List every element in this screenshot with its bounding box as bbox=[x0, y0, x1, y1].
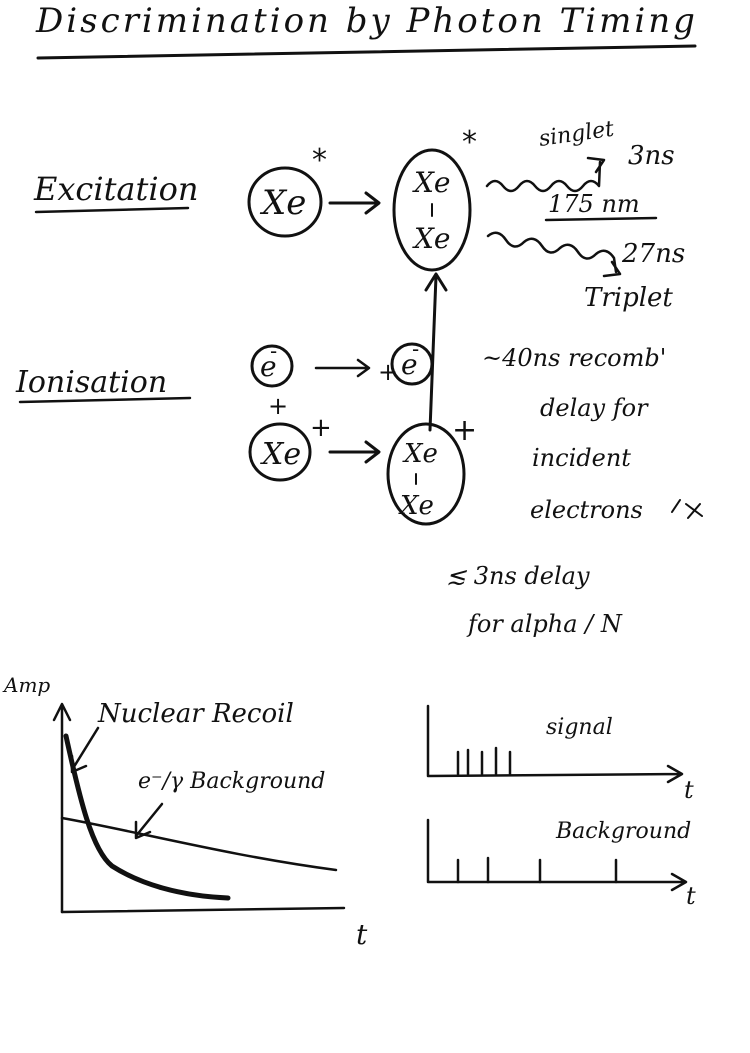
electron-label: e bbox=[260, 350, 277, 383]
triplet-label: Triplet bbox=[584, 283, 673, 313]
background-pulse-label: e⁻/γ Background bbox=[138, 769, 325, 794]
triplet-arrowhead bbox=[602, 260, 622, 278]
recomb-note-line2: delay for bbox=[540, 394, 649, 422]
recomb-note-line1: ~40ns recomb' bbox=[482, 344, 666, 372]
excimer-top-label: Xe bbox=[412, 166, 451, 199]
electron-charge: - bbox=[270, 339, 277, 363]
free-electron-label: e bbox=[401, 348, 418, 381]
background-pulse-curve bbox=[60, 816, 338, 872]
singlet-wave-arrow bbox=[485, 160, 602, 193]
background-timing-label: Background bbox=[555, 819, 691, 844]
electron-arrow bbox=[314, 358, 371, 378]
xe-ion-label: Xe bbox=[260, 437, 301, 472]
background-photon-ticks bbox=[456, 856, 618, 884]
singlet-label: singlet bbox=[537, 117, 615, 152]
recombination-arrow bbox=[424, 272, 448, 432]
xe-ion-circle bbox=[248, 422, 312, 482]
alpha-note-line1: ≲ 3ns delay bbox=[446, 562, 590, 590]
electron-circle bbox=[250, 344, 294, 388]
free-electron-circle bbox=[390, 342, 434, 386]
plus-sign: + bbox=[268, 392, 288, 420]
ion-dimer-bottom-label: Xe bbox=[398, 491, 434, 521]
signal-photon-ticks bbox=[456, 746, 512, 776]
ion-dimer-top-label: Xe bbox=[402, 439, 438, 469]
excitation-arrow bbox=[328, 191, 381, 215]
ion-arrow bbox=[328, 440, 381, 464]
ionisation-label: Ionisation bbox=[15, 365, 167, 400]
signal-axes bbox=[426, 704, 684, 784]
singlet-time: 3ns bbox=[628, 141, 675, 171]
singlet-arrowhead bbox=[586, 156, 606, 174]
tick-mark bbox=[671, 499, 703, 519]
signal-x-label: t bbox=[684, 776, 694, 804]
excitation-underline bbox=[34, 206, 190, 214]
xe-excited-mark: * bbox=[312, 143, 327, 178]
recomb-note-line3: incident bbox=[532, 444, 631, 472]
pulse-plot-y-label: Amp bbox=[2, 673, 50, 697]
xe-ion-charge: + bbox=[310, 413, 332, 443]
wavelength-underline bbox=[544, 216, 658, 222]
xe-atom-label: Xe bbox=[259, 183, 306, 223]
background-timing-axes bbox=[426, 818, 688, 892]
nuclear-recoil-pointer bbox=[70, 726, 100, 774]
xe-atom-circle bbox=[247, 166, 323, 238]
nuclear-recoil-label: Nuclear Recoil bbox=[97, 699, 294, 729]
triplet-wave-arrow bbox=[486, 231, 618, 274]
ion-dimer-charge: + bbox=[452, 413, 477, 448]
title-underline bbox=[36, 44, 697, 60]
alpha-note-line2: for alpha / N bbox=[466, 610, 623, 638]
pulse-plot-x-label: t bbox=[356, 918, 368, 951]
ionisation-underline bbox=[18, 396, 192, 404]
recomb-note-line4: electrons bbox=[530, 496, 643, 524]
ion-dimer-ellipse bbox=[386, 422, 466, 526]
pulse-plot-y-axis bbox=[52, 702, 72, 914]
excimer-ellipse bbox=[392, 148, 472, 272]
triplet-time: 27ns bbox=[621, 239, 685, 269]
free-electron-charge: - bbox=[412, 337, 419, 361]
excimer-bottom-label: Xe bbox=[412, 222, 451, 255]
pulse-plot-x-axis bbox=[60, 906, 346, 914]
signal-label: signal bbox=[546, 715, 613, 740]
excitation-label: Excitation bbox=[33, 170, 198, 208]
excimer-excited-mark: * bbox=[462, 125, 477, 160]
nuclear-recoil-curve bbox=[63, 733, 231, 901]
background-timing-x-label: t bbox=[686, 882, 696, 910]
page-title: Discrimination by Photon Timing bbox=[35, 1, 698, 41]
wavelength-label: 175 nm bbox=[548, 190, 640, 218]
